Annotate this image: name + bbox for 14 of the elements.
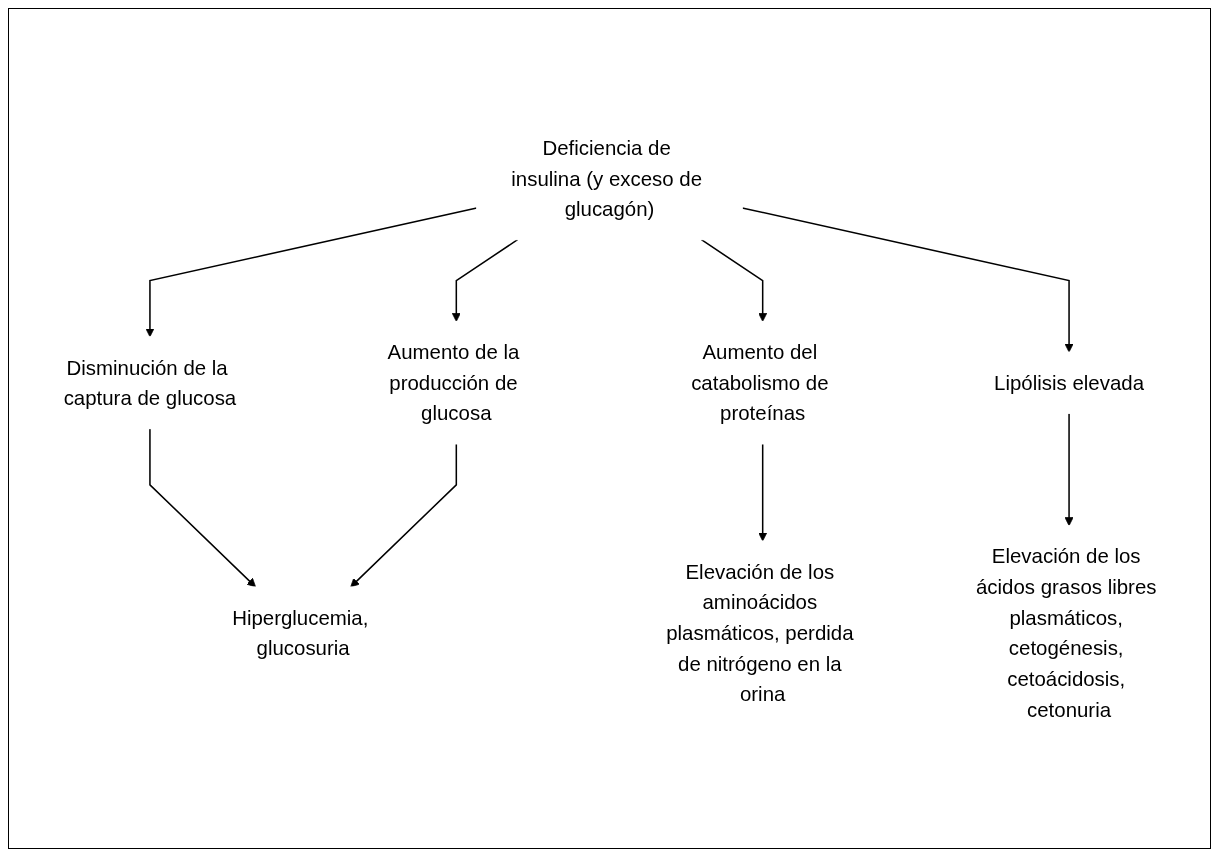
arrow xyxy=(149,427,256,588)
node-text: Deficiencia de insulina (y exceso de glucagón) xyxy=(511,136,703,221)
node-text: Elevación de los ácidos grasos libres plasmáticos, cetogénesis, cetoácidosis, cetonuria xyxy=(975,544,1157,721)
arrow xyxy=(350,443,458,588)
arrow xyxy=(700,238,768,322)
arrow xyxy=(1064,412,1074,526)
node-text: Aumento de la producción de glucosa xyxy=(387,340,520,425)
node-text: Aumento del catabolismo de proteínas xyxy=(691,340,829,425)
node-text: Elevación de los aminoácidos plasmáticos, perdida de nitrógeno en la orina xyxy=(666,560,854,706)
node-text: Hiperglucemia, glucosuria xyxy=(232,606,369,660)
node-text: Lipólisis elevada xyxy=(994,371,1144,394)
node-text: Disminución de la captura de glucosa xyxy=(63,355,237,410)
arrow xyxy=(451,238,519,322)
arrow xyxy=(758,443,768,542)
